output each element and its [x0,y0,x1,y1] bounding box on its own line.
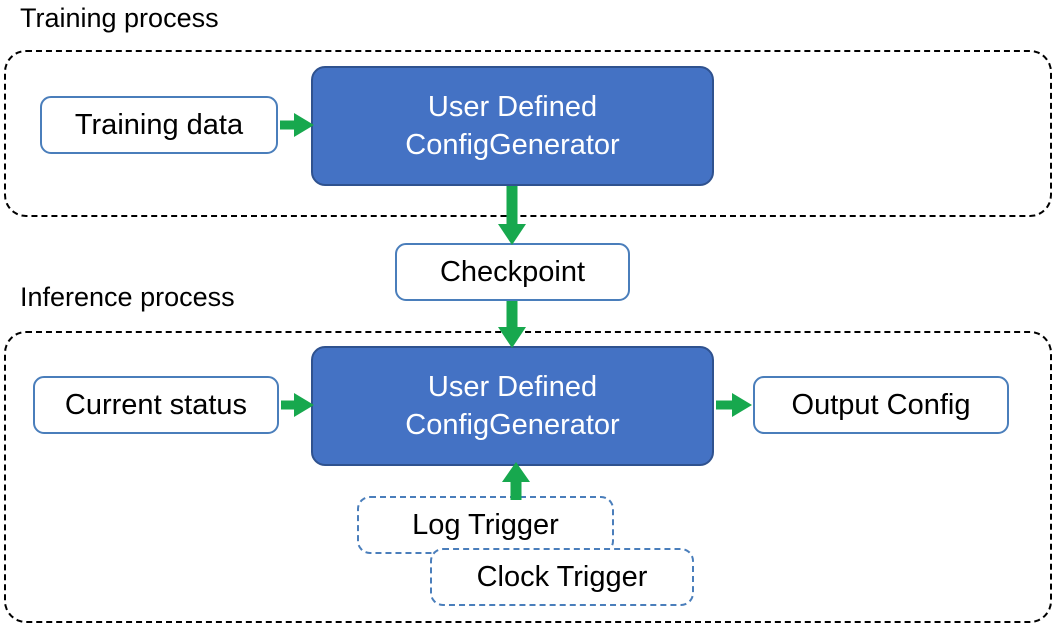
node-training-config-generator[interactable]: User Defined ConfigGenerator [311,66,714,186]
node-checkpoint[interactable]: Checkpoint [395,243,630,301]
node-log-trigger[interactable]: Log Trigger [357,496,614,554]
node-inference-config-generator[interactable]: User Defined ConfigGenerator [311,346,714,466]
node-output-config[interactable]: Output Config [753,376,1009,434]
node-checkpoint-label: Checkpoint [439,255,586,288]
node-log-trigger-label: Log Trigger [412,508,559,541]
training-process-label: Training process [20,3,219,33]
inference-process-container [4,331,1052,623]
node-current-status-label: Current status [64,388,248,421]
inference-process-label: Inference process [20,282,235,312]
training-process-container [4,50,1052,217]
node-clock-trigger-label: Clock Trigger [476,560,648,593]
node-training-config-generator-line2: ConfigGenerator [405,129,620,161]
node-output-config-label: Output Config [791,388,971,421]
node-clock-trigger[interactable]: Clock Trigger [430,548,694,606]
node-current-status[interactable]: Current status [33,376,279,434]
node-training-config-generator-line1: User Defined [427,90,598,123]
node-training-data-label: Training data [74,108,244,141]
node-inference-config-generator-line2: ConfigGenerator [405,409,620,441]
node-inference-config-generator-line1: User Defined [427,370,598,403]
node-training-data[interactable]: Training data [40,96,278,154]
